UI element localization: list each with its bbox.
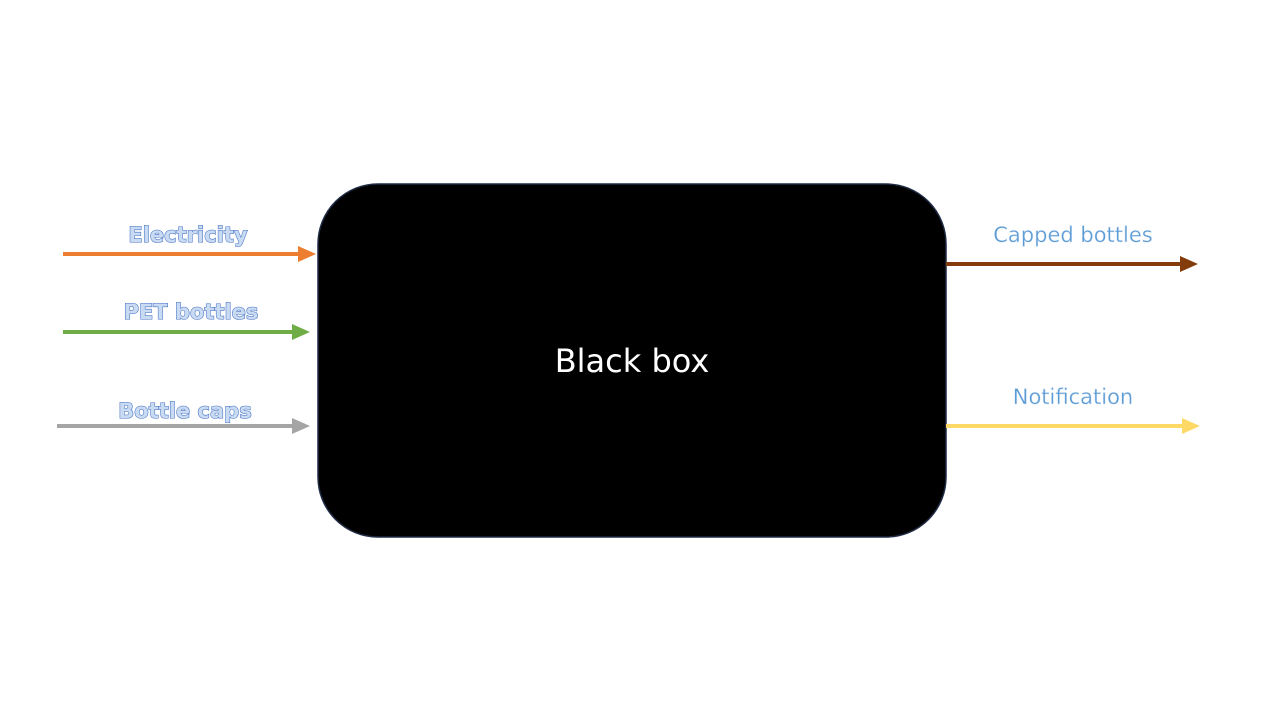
input-pet-bottles-arrowhead — [292, 324, 310, 340]
input-pet-bottles: PET bottles — [63, 299, 310, 340]
input-electricity-arrowhead — [298, 246, 316, 262]
output-notification: Notification — [946, 385, 1200, 434]
output-capped-bottles-arrowhead — [1180, 256, 1198, 272]
input-bottle-caps-label: Bottle caps — [118, 399, 251, 423]
input-pet-bottles-label: PET bottles — [124, 300, 259, 324]
input-bottle-caps-arrowhead — [292, 418, 310, 434]
input-bottle-caps: Bottle caps — [57, 398, 310, 434]
input-electricity-label: Electricity — [128, 223, 248, 247]
input-electricity: Electricity — [63, 222, 316, 262]
black-box — [317, 183, 947, 538]
output-capped-bottles: Capped bottles — [946, 223, 1198, 272]
black-box-label: Black box — [555, 342, 710, 380]
output-capped-bottles-label: Capped bottles — [993, 223, 1152, 247]
output-notification-arrowhead — [1182, 418, 1200, 434]
output-notification-label: Notification — [1013, 385, 1134, 409]
